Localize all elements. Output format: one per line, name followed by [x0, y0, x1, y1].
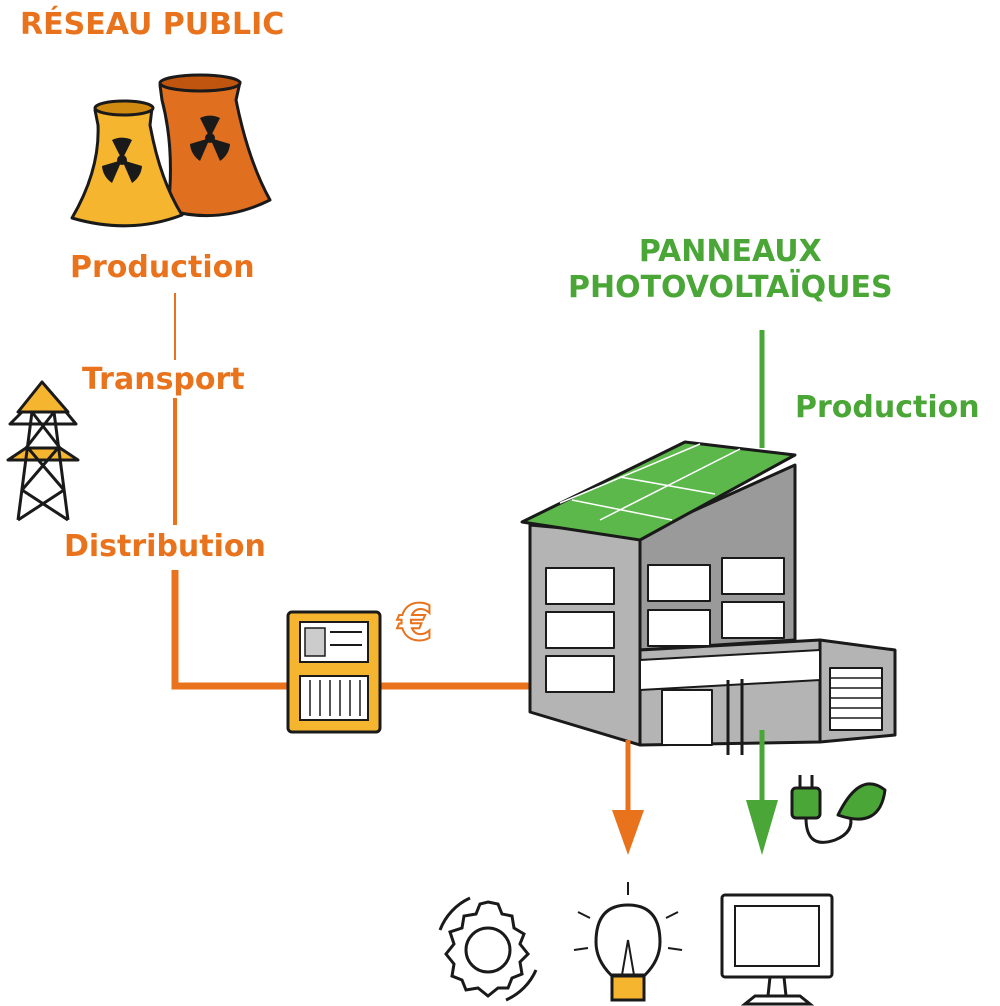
pv-title-line-2: PHOTOVOLTAÏQUES [568, 270, 893, 305]
pv-production-label: Production [795, 390, 980, 425]
eco-plug-icon [790, 775, 887, 844]
office-building-icon [520, 440, 897, 755]
gear-icon [438, 896, 538, 1002]
solar-output-arrow [746, 730, 778, 855]
distribution-label: Distribution [64, 529, 266, 564]
grid-production-label: Production [70, 250, 255, 285]
power-pylon-icon [6, 380, 80, 522]
computer-monitor-icon [720, 893, 834, 1006]
transport-label: Transport [82, 362, 245, 397]
cooling-towers-icon [70, 73, 272, 228]
public-grid-title: RÉSEAU PUBLIC [20, 7, 285, 42]
electric-meter-icon [286, 610, 382, 734]
pv-panels-title: PANNEAUX PHOTOVOLTAÏQUES [568, 234, 893, 306]
euro-icon: € [396, 593, 434, 653]
euro-symbol: € [397, 594, 433, 652]
grid-flow-line [171, 293, 530, 690]
pv-title-line-1: PANNEAUX [638, 234, 822, 269]
light-bulb-icon [573, 882, 683, 1002]
grid-output-arrow [612, 740, 644, 855]
